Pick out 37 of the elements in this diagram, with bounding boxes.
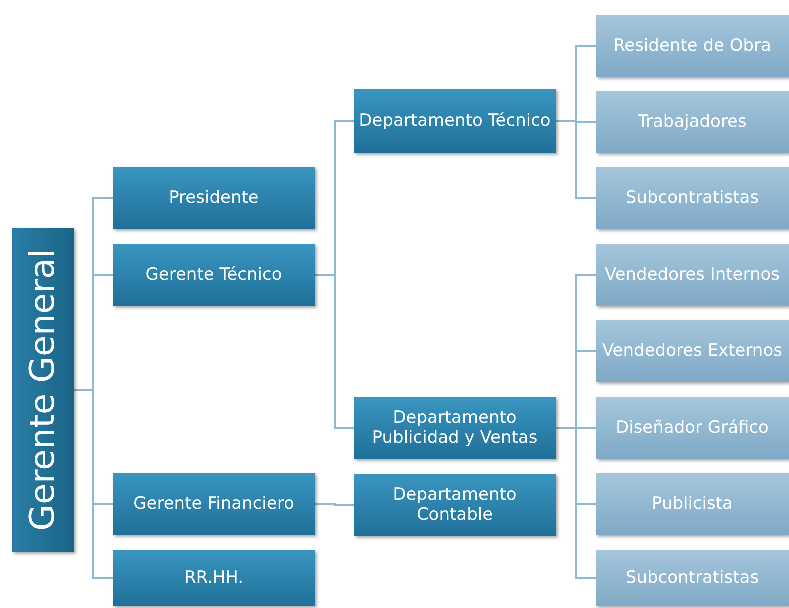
connector-line <box>315 274 354 429</box>
connector-line <box>556 427 596 579</box>
staff-box <box>596 473 789 535</box>
connector-line <box>315 503 354 506</box>
manager-box <box>113 244 315 306</box>
staff-box <box>596 320 789 382</box>
box-label: Gerente Financiero <box>132 494 296 514</box>
manager-box <box>354 89 556 153</box>
box-label: Gerente General <box>23 249 63 531</box>
box-label: Residente de Obra <box>612 34 772 58</box>
connector-line <box>556 120 596 199</box>
box-label: RR.HH. <box>183 568 245 588</box>
manager-box <box>113 473 315 535</box>
box-label: Departamento Técnico <box>358 111 552 131</box>
box-label: Departamento Contable <box>392 485 518 525</box>
staff-box <box>596 167 789 229</box>
staff-box <box>596 550 789 606</box>
box-label: Vendedores Externos <box>602 340 784 362</box>
manager-box <box>113 550 315 606</box>
box-label: Departamento Publicidad y Ventas <box>371 408 539 448</box>
manager-box <box>354 397 556 459</box>
manager-box <box>113 167 315 229</box>
box-label: Publicista <box>651 492 734 516</box>
staff-box <box>596 397 789 459</box>
box-label: Vendedores Internos <box>604 264 781 286</box>
manager-box <box>354 474 556 536</box>
box-label: Gerente Técnico <box>144 265 284 285</box>
box-label: Subcontratistas <box>624 566 760 590</box>
executive-box <box>12 228 74 552</box>
box-label: Subcontratistas <box>624 186 760 210</box>
box-label: Diseñador Gráfico <box>615 416 770 440</box>
staff-box <box>596 15 789 77</box>
box-label: Presidente <box>168 188 260 208</box>
connector-line <box>74 389 113 579</box>
staff-box <box>596 244 789 306</box>
box-label: Trabajadores <box>637 110 748 134</box>
staff-box <box>596 91 789 153</box>
